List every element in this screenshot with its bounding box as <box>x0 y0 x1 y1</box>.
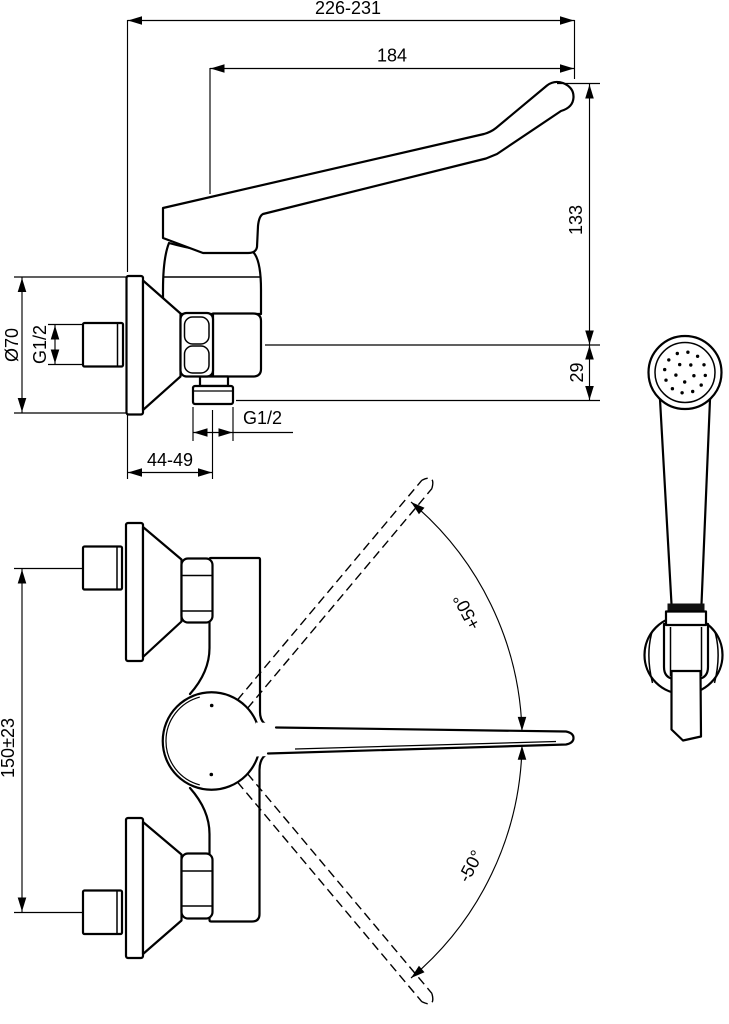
body-block <box>211 312 263 378</box>
hex-nut-facet <box>183 316 210 345</box>
dim-pipe-spacing-label: 150±23 <box>0 718 18 778</box>
dim-inlet-thread-label: G1/2 <box>30 325 50 364</box>
dim-arrow <box>585 345 594 360</box>
dim-arrow <box>218 428 233 437</box>
dim-arrow <box>560 16 574 25</box>
hex-nut-bottom <box>180 852 214 920</box>
handle-collar <box>664 610 708 627</box>
dim-outlet-thread-label: G1/2 <box>243 408 282 428</box>
dim-total-width-label: 226-231 <box>315 0 381 18</box>
dim-arrow <box>585 84 594 99</box>
dim-arrow <box>17 569 27 584</box>
cartridge-rim <box>165 696 200 786</box>
shower-handle-edge <box>658 398 673 606</box>
dim-arrow <box>50 325 60 340</box>
dimension-outlet-thread: G1/2 <box>192 407 293 441</box>
grip-ring <box>667 603 705 612</box>
dimension-inlet-thread: G1/2 <box>30 323 83 366</box>
handle-tail <box>670 669 703 742</box>
wall-flange <box>125 274 145 416</box>
dim-arrow <box>585 330 594 345</box>
wall-flange-bottom <box>124 816 145 960</box>
hex-nut-facet <box>183 345 210 374</box>
dim-swivel-down-label: -50° <box>454 847 487 886</box>
supply-pipe-bottom <box>81 889 124 936</box>
dim-arrow <box>210 64 225 73</box>
dim-arrow <box>585 386 594 400</box>
hand-shower <box>643 334 724 742</box>
lever-position-down-dashed <box>236 773 434 1005</box>
dim-swivel-up-label: +50° <box>449 590 484 633</box>
dim-arrow <box>198 468 212 477</box>
dim-lever-length-label: 184 <box>377 46 407 66</box>
dimension-projection: 44-49 <box>127 410 214 479</box>
lever-front <box>266 726 575 755</box>
dim-arrow <box>193 428 208 437</box>
lever-position-up-dashed <box>236 477 434 709</box>
lever-handle <box>161 80 575 255</box>
dim-arrow <box>517 745 527 760</box>
dim-arrow <box>50 349 60 364</box>
dimension-tip-height: 133 <box>557 82 600 345</box>
holder-disc-rim <box>713 631 719 684</box>
outlet-neck <box>198 375 230 388</box>
pin-mark <box>209 772 214 777</box>
dim-arrow <box>517 716 527 731</box>
flange-cone-bottom <box>141 820 183 956</box>
dimension-outlet-offset: 29 <box>236 344 600 402</box>
shower-handle-edge <box>700 398 712 606</box>
pin-mark <box>209 703 214 708</box>
front-view <box>81 477 575 1005</box>
lever-front-detail <box>294 740 557 750</box>
dim-arrow <box>17 278 27 292</box>
spray-holes <box>663 350 707 395</box>
side-view <box>81 80 575 416</box>
dimension-lever-length: 184 <box>209 46 575 194</box>
body-slab-top <box>188 556 278 729</box>
dim-arrow <box>128 16 142 25</box>
outlet-thread <box>191 384 235 406</box>
shower-head <box>647 334 723 411</box>
dim-arrow <box>17 398 27 412</box>
dim-arrow <box>560 64 574 73</box>
flange-cone-top <box>141 525 183 659</box>
dimension-total-width: 226-231 <box>126 0 576 479</box>
dimension-flange-diameter: Ø70 <box>2 276 126 414</box>
body-slab-bottom-fill <box>209 757 260 922</box>
dim-projection-label: 44-49 <box>147 450 193 470</box>
supply-pipe-top <box>81 545 124 591</box>
dimension-swivel-up: +50° <box>408 498 527 731</box>
dim-arrow <box>128 468 142 477</box>
shower-face-ring <box>654 341 716 404</box>
dimension-pipe-spacing: 150±23 <box>0 567 82 914</box>
dimension-swivel-down: -50° <box>408 745 527 982</box>
hex-nut-top <box>180 557 214 624</box>
supply-pipe <box>81 321 125 368</box>
dim-tip-height-label: 133 <box>566 205 586 235</box>
dim-outlet-offset-label: 29 <box>567 362 587 382</box>
flange-cone <box>141 279 182 412</box>
holder-disc-rim <box>648 631 654 684</box>
body-slab-bottom <box>188 752 270 923</box>
dim-flange-diameter-label: Ø70 <box>2 328 22 362</box>
wall-flange-top <box>124 521 145 663</box>
dim-arrow <box>17 897 27 912</box>
